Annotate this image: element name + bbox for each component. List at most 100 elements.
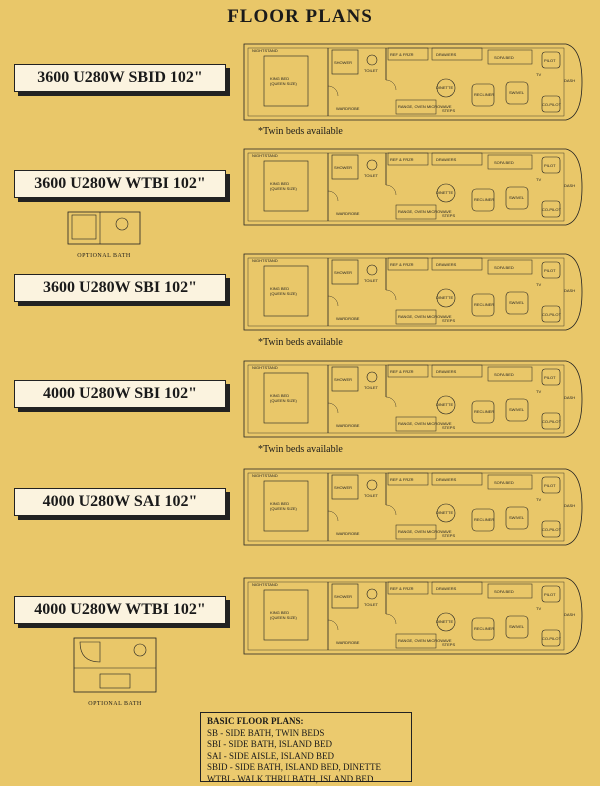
recliner-icon (471, 508, 495, 532)
door-swing (385, 79, 397, 91)
legend-item: WTBI - WALK THRU BATH, ISLAND BED (207, 773, 374, 784)
floor-plan-drawing: KING BED(QUEEN SIZE)NIGHTSTANDSHOWERTOIL… (243, 468, 583, 546)
recliner-label: RECLINER (474, 626, 494, 631)
coach-outline (243, 468, 583, 546)
legend-item: SB - SIDE BATH, TWIN BEDS (207, 727, 325, 738)
door-swing (327, 190, 339, 202)
toilet-label: TOILET (364, 602, 378, 607)
refrigerator-icon (387, 257, 429, 271)
wardrobe-label: WARDROBE (336, 211, 360, 216)
floor-plan-drawing: KING BED(QUEEN SIZE)NIGHTSTANDSHOWERTOIL… (243, 43, 583, 121)
toilet-label: TOILET (364, 493, 378, 498)
floor-plan-drawing: KING BED(QUEEN SIZE)NIGHTSTANDSHOWERTOIL… (243, 253, 583, 331)
bed-size-label: (QUEEN SIZE) (270, 398, 298, 403)
bed-icon (263, 160, 309, 212)
refrigerator-icon (387, 152, 429, 166)
sofa-icon (487, 259, 533, 275)
floor-plan-drawing: KING BED(QUEEN SIZE)NIGHTSTANDSHOWERTOIL… (243, 577, 583, 655)
door-swing (385, 613, 397, 625)
drawers-icon (431, 581, 483, 595)
sofa-icon (487, 154, 533, 170)
shower-icon (331, 474, 359, 500)
pilot-seat-icon (541, 261, 561, 279)
counter-icon (395, 204, 437, 220)
bed-label: KING BED (270, 393, 289, 398)
optional-bath-drawing (73, 637, 157, 693)
pilot-label: PILOT (544, 58, 556, 63)
copilot-seat-icon (541, 95, 561, 113)
toilet-icon (366, 479, 378, 491)
coach-outline (243, 43, 583, 121)
coach-outline (243, 577, 583, 655)
dinette-table-icon (436, 395, 456, 415)
bed-size-label: (QUEEN SIZE) (270, 81, 298, 86)
pilot-label: PILOT (544, 163, 556, 168)
legend-item: SAI - SIDE AISLE, ISLAND BED (207, 750, 334, 761)
swivel-label: SWIVEL (509, 624, 525, 629)
tv-label: TV (536, 497, 541, 502)
dinette-label: DINETTE (436, 402, 453, 407)
nightstand-label: NIGHTSTAND (252, 473, 278, 478)
nightstand-label: NIGHTSTAND (252, 582, 278, 587)
pilot-label: PILOT (544, 375, 556, 380)
frig-label: REF & FRZR (390, 477, 414, 482)
drawers-label: DRAWERS (436, 586, 457, 591)
plan-label-1: 3600 U280W SBID 102" (14, 64, 226, 92)
copilot-seat-icon (541, 520, 561, 538)
drawers-label: DRAWERS (436, 369, 457, 374)
nightstand-label: NIGHTSTAND (252, 48, 278, 53)
copilot-seat-icon (541, 629, 561, 647)
dinette-table-icon (436, 612, 456, 632)
frig-label: REF & FRZR (390, 157, 414, 162)
shower-icon (331, 583, 359, 609)
toilet-label: TOILET (364, 173, 378, 178)
toilet-icon (366, 264, 378, 276)
recliner-label: RECLINER (474, 409, 494, 414)
counter-icon (395, 309, 437, 325)
floor-plan-drawing: KING BED(QUEEN SIZE)NIGHTSTANDSHOWERTOIL… (243, 148, 583, 226)
drawers-label: DRAWERS (436, 477, 457, 482)
range-label: RANGE, OVEN MICROWAVE (398, 104, 452, 109)
dinette-table-icon (436, 183, 456, 203)
nightstand-label: NIGHTSTAND (252, 365, 278, 370)
recliner-icon (471, 293, 495, 317)
optional-bath-2: OPTIONAL BATH (70, 636, 160, 707)
frig-label: REF & FRZR (390, 52, 414, 57)
swivel-label: SWIVEL (509, 90, 525, 95)
recliner-label: RECLINER (474, 197, 494, 202)
steps-label: STEPS (442, 108, 455, 113)
steps-label: STEPS (442, 533, 455, 538)
bed-icon (263, 372, 309, 424)
sofa-label: SOFA BED (494, 480, 514, 485)
swivel-label: SWIVEL (509, 407, 525, 412)
shower-icon (331, 366, 359, 392)
drawers-icon (431, 257, 483, 271)
sofa-label: SOFA BED (494, 265, 514, 270)
tv-label: TV (536, 282, 541, 287)
door-swing (327, 619, 339, 631)
door-swing (327, 510, 339, 522)
pilot-seat-icon (541, 476, 561, 494)
swivel-chair-icon (505, 398, 529, 422)
swivel-label: SWIVEL (509, 300, 525, 305)
sofa-label: SOFA BED (494, 589, 514, 594)
bed-label: KING BED (270, 286, 289, 291)
optional-bath-drawing (67, 211, 141, 245)
plan-label-2: 3600 U280W WTBI 102" (14, 170, 226, 198)
bed-size-label: (QUEEN SIZE) (270, 506, 298, 511)
frig-label: REF & FRZR (390, 586, 414, 591)
dash-label: DASH (564, 183, 575, 188)
bed-size-label: (QUEEN SIZE) (270, 291, 298, 296)
plan-label-4: 4000 U280W SBI 102" (14, 380, 226, 408)
coach-outline (243, 253, 583, 331)
counter-icon (395, 99, 437, 115)
bed-label: KING BED (270, 76, 289, 81)
plan-label-6: 4000 U280W WTBI 102" (14, 596, 226, 624)
wardrobe-label: WARDROBE (336, 531, 360, 536)
swivel-chair-icon (505, 615, 529, 639)
copilot-label: CO-PILOT (542, 102, 561, 107)
tv-label: TV (536, 389, 541, 394)
